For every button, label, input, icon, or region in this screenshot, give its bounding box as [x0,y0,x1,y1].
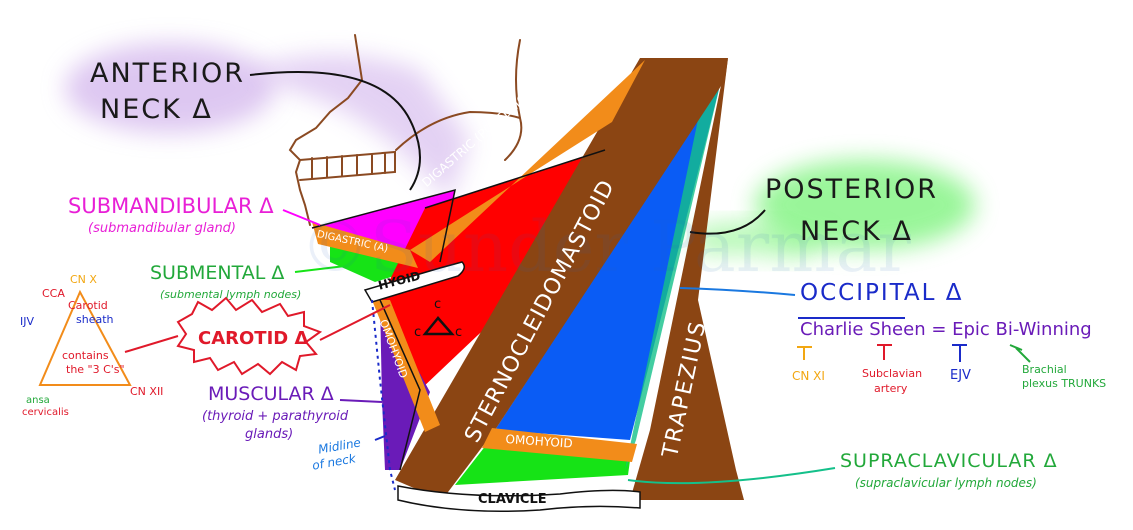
muscular-pointer [339,399,383,403]
sheath-center-line2: sheath [76,313,114,326]
posterior-neck-label-line1: POSTERIOR [765,174,938,205]
mnemonic-item-ejv: EJV [950,368,971,383]
submandibular-pointer [282,209,321,226]
sheath-center-line1: Carotid [68,299,108,312]
sheath-ansa-line2: cervicalis [22,407,69,418]
pointer-lines [249,71,905,485]
occipital-label: OCCIPITAL Δ [800,280,964,306]
omohyoid-vertical [372,300,440,432]
muscular-note-line1: (thyroid + parathyroid [202,409,349,424]
muscular-label: MUSCULAR Δ [208,383,334,405]
anterior-neck-label-line2: NECK Δ [100,94,213,125]
submental-pointer [294,265,346,273]
occipital-triangle [495,85,720,440]
posterior-pointer [689,209,766,235]
mnemonic-phrase: Charlie Sheen = Epic Bi-Winning [800,319,1092,340]
carotid-sheath-arrow [124,335,179,353]
sheath-contains-line1: contains [62,349,109,362]
mnemonic-item-cn11: CN XI [792,369,825,383]
region-outlines [311,149,606,471]
clavicle-bone [397,485,641,512]
occipital-pointer [679,287,796,296]
anterior-glow-band [250,55,470,200]
digastric-posterior-belly [410,60,645,262]
sheath-cca: CCA [42,287,65,300]
submental-note: (submental lymph nodes) [160,288,302,301]
mnemonic-markers [797,344,1031,363]
carotid-c-right: c [455,325,463,340]
supraclavicular-note: (supraclavicular lymph nodes) [855,476,1037,490]
clavicle-label: CLAVICLE [478,492,547,507]
sheath-ijv: IJV [20,315,35,328]
carotid-sheath-triangle [38,289,132,386]
muscular-note-line2: glands) [245,427,294,442]
anterior-glow [65,43,275,133]
supraclavicular-label: SUPRACLAVICULAR Δ [840,450,1058,472]
carotid-label: CAROTID Δ [198,328,309,349]
mnemonic-item-brachial-line1: Brachial [1022,363,1067,376]
submandibular-label: SUBMANDIBULAR Δ [68,194,274,218]
sheath-contains-line2: the "3 C's" [66,363,125,376]
teal-strip [625,85,720,470]
carotid-c-left: c [414,325,422,340]
sheath-cn12: CN XII [130,385,164,398]
carotid-c-top: c [434,297,442,312]
hyoid-bone [363,261,465,303]
carotid-pointer [319,304,391,341]
carotid-starburst [176,296,323,376]
sheath-ansa-line1: ansa [26,395,50,406]
anterior-neck-label-line1: ANTERIOR [90,58,245,89]
posterior-glow [755,160,975,250]
watermark: ©Sunder Parmar [300,206,911,288]
carotid-mini-triangle [422,316,455,336]
mnemonic-item-brachial-line2: plexus TRUNKS [1022,377,1107,390]
trapezius-muscle [630,58,744,500]
mnemonic-item-subclavian-line1: Subclavian [862,367,923,380]
midline-pointer [374,435,386,441]
anterior-pointer [249,71,421,191]
posterior-neck-label-line2: NECK Δ [800,216,913,247]
head-sketch [288,34,523,226]
supraclavicular-pointer [627,467,836,485]
digastric-anterior-belly [312,222,418,268]
submental-label: SUBMENTAL Δ [150,262,285,284]
omohyoid-inferior [482,428,637,462]
carotid-triangle [380,150,605,390]
sheath-cn10: CN X [70,273,97,286]
mnemonic-item-subclavian-line2: artery [874,382,908,395]
submandibular-note: (submandibular gland) [88,221,237,236]
sternocleidomastoid-muscle [395,58,728,500]
